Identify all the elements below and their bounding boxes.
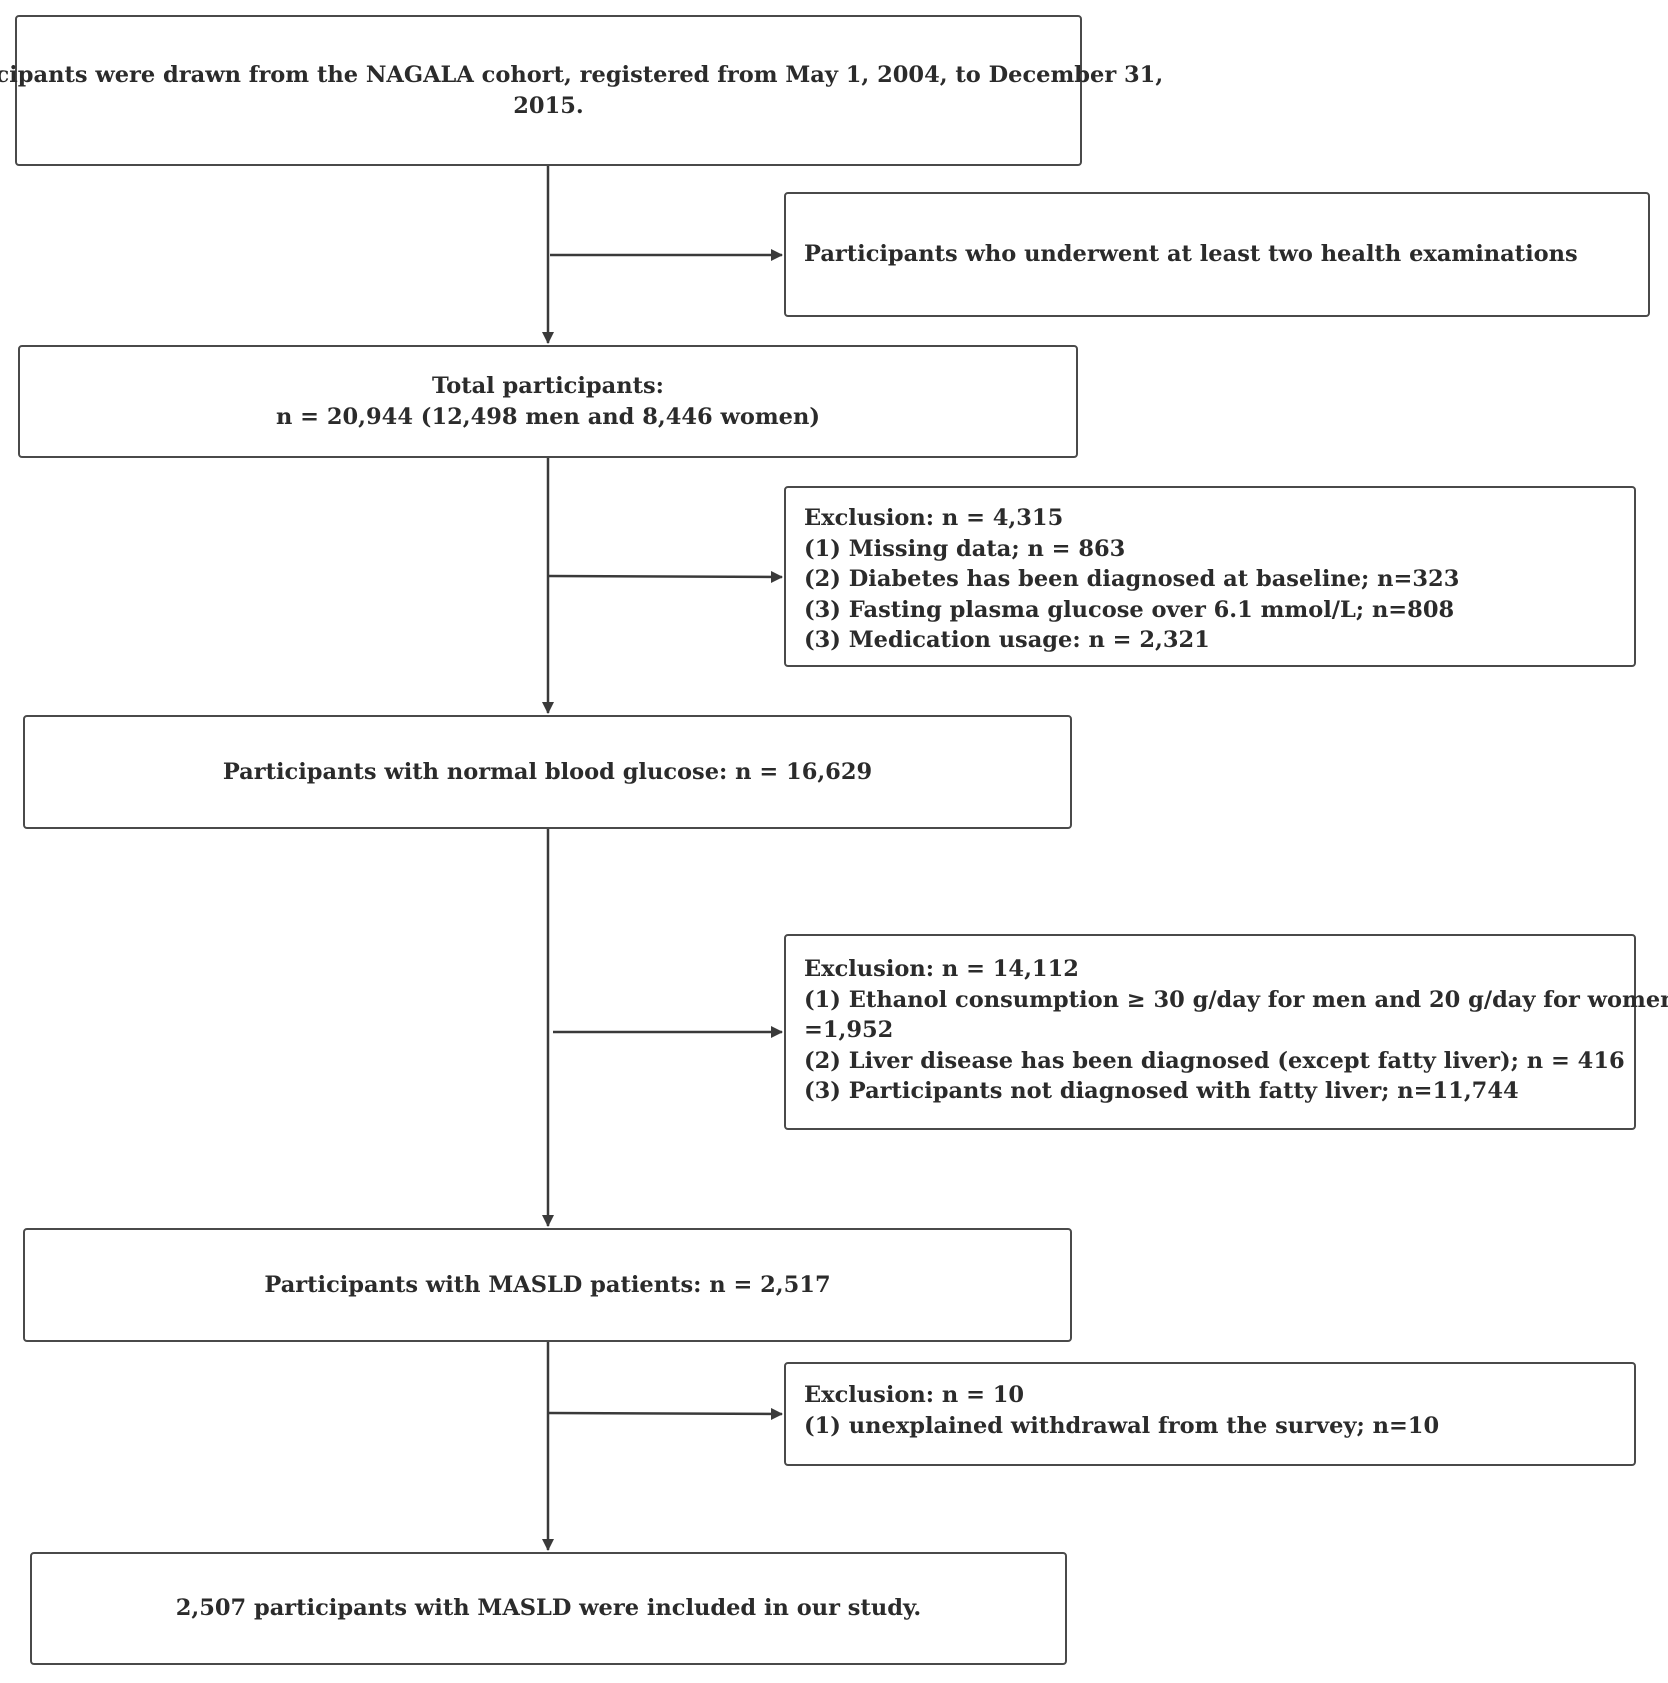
exclusion-1-item: (3) Medication usage: n = 2,321: [804, 627, 1210, 653]
final-box: 2,507 participants with MASLD were inclu…: [30, 1552, 1067, 1665]
masld-box: Participants with MASLD patients: n = 2,…: [23, 1228, 1072, 1342]
total-participants-box: Total participants: n = 20,944 (12,498 m…: [18, 345, 1078, 458]
side-inclusion-text: Participants who underwent at least two …: [804, 241, 1578, 268]
exclusion-2-header: Exclusion: n = 14,112: [804, 956, 1079, 982]
side-inclusion-box: Participants who underwent at least two …: [784, 192, 1650, 317]
exclusion-3-header: Exclusion: n = 10: [804, 1382, 1025, 1408]
start-box: Participants were drawn from the NAGALA …: [0, 15, 1163, 166]
normal-glucose-text: Participants with normal blood glucose: …: [222, 758, 873, 785]
exclusion-1-item: (1) Missing data; n = 863: [804, 535, 1126, 562]
start-line-1: Participants were drawn from the NAGALA …: [0, 62, 1164, 88]
exclusion-box-2: Exclusion: n = 14,112 (1) Ethanol consum…: [784, 934, 1668, 1130]
exclusion-3-item: (1) unexplained withdrawal from the surv…: [804, 1412, 1440, 1439]
exclusion-box-3: Exclusion: n = 10 (1) unexplained withdr…: [784, 1362, 1636, 1466]
normal-glucose-box: Participants with normal blood glucose: …: [23, 715, 1072, 829]
masld-text: Participants with MASLD patients: n = 2,…: [264, 1271, 831, 1298]
final-text: 2,507 participants with MASLD were inclu…: [175, 1595, 922, 1622]
total-title: Total participants:: [432, 373, 664, 399]
exclusion-1-item: (3) Fasting plasma glucose over 6.1 mmol…: [804, 596, 1455, 623]
exclusion-box-1: Exclusion: n = 4,315 (1) Missing data; n…: [784, 486, 1636, 667]
exclusion-1-header: Exclusion: n = 4,315: [804, 505, 1064, 531]
exclusion-2-item: (3) Participants not diagnosed with fatt…: [804, 1078, 1519, 1104]
exclusion-2-item: (1) Ethanol consumption ≥ 30 g/day for m…: [804, 986, 1668, 1013]
total-count: n = 20,944 (12,498 men and 8,446 women): [275, 403, 821, 430]
arrow-to-exclusion-1: [547, 570, 783, 583]
exclusion-2-item: (2) Liver disease has been diagnosed (ex…: [804, 1047, 1625, 1074]
start-line-2: 2015.: [513, 92, 584, 119]
exclusion-1-item: (2) Diabetes has been diagnosed at basel…: [804, 566, 1460, 592]
arrow-to-exclusion-3: [547, 1407, 783, 1420]
exclusion-2-item: =1,952: [804, 1017, 894, 1043]
